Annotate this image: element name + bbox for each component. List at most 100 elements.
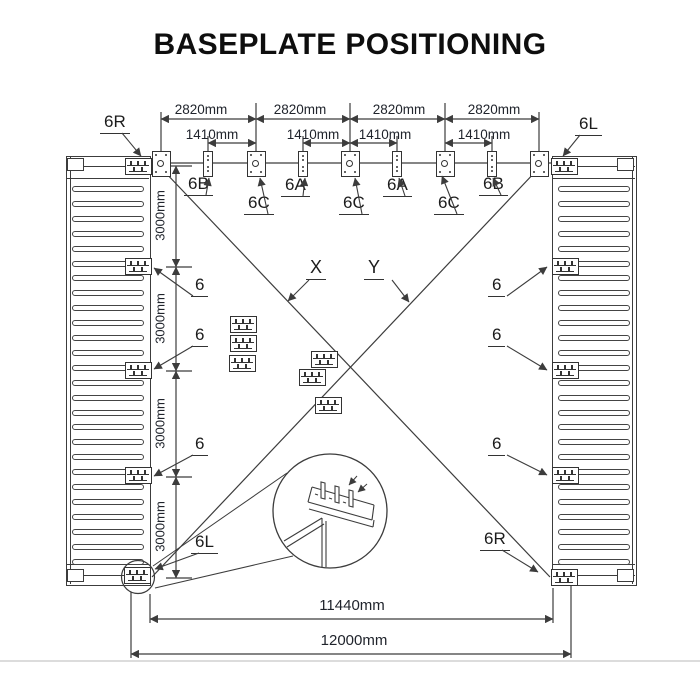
container-slat: [72, 335, 144, 341]
plate-detail-mark: [137, 365, 139, 369]
container-bottom-rail-line: [553, 575, 635, 577]
bolt-hole: [206, 159, 209, 162]
plate-detail-mark: [130, 365, 132, 369]
container-slat: [72, 245, 144, 252]
bolt-hole: [249, 154, 252, 157]
plate-detail-mark: [556, 161, 558, 165]
plate-detail-mark: [564, 365, 566, 369]
container-slat: [72, 379, 144, 386]
bolt-hole: [154, 171, 157, 174]
label-6-left: 6: [191, 434, 209, 456]
container-slat: [72, 230, 144, 237]
plate-detail-mark: [553, 165, 575, 166]
plate-detail-mark: [563, 572, 565, 576]
plate-detail-mark: [554, 369, 576, 370]
plate-detail-mark: [136, 570, 138, 574]
plate-detail-mark: [231, 362, 253, 363]
plate-detail-mark: [238, 344, 240, 348]
center-hole: [441, 160, 448, 167]
plate-detail-mark: [141, 167, 143, 171]
plate-detail-mark: [564, 470, 566, 474]
plate-detail-mark: [130, 261, 132, 265]
bolt-hole: [542, 171, 545, 174]
dimension-text: 2820mm: [174, 102, 228, 117]
container-slat: [558, 498, 630, 505]
baseplate-detail-view: [283, 475, 375, 567]
baseplate-wide: [435, 151, 455, 177]
label-6-left: 6: [191, 325, 209, 347]
container-bottom-rail-line: [67, 575, 149, 577]
container-right: [552, 156, 637, 586]
center-hole: [157, 160, 164, 167]
container-bottom-rail-line: [67, 564, 149, 566]
bolt-hole: [259, 171, 262, 174]
label-6-right: 6: [488, 434, 506, 456]
connector-plate: [551, 569, 578, 586]
container-slat: [72, 543, 144, 550]
container-slat: [72, 215, 144, 222]
plate-detail-mark: [571, 365, 573, 369]
container-slat: [558, 528, 630, 535]
baseplate-wide: [246, 151, 266, 177]
plate-detail-mark: [242, 338, 244, 342]
bolt-hole: [343, 154, 346, 157]
plate-detail-mark: [241, 358, 243, 362]
plate-detail-mark: [334, 400, 336, 404]
container-slat: [558, 186, 630, 192]
dimension-text: 12000mm: [320, 632, 388, 649]
plate-detail-mark: [127, 474, 149, 475]
plate-detail-mark: [246, 344, 248, 348]
plate-detail-mark: [232, 342, 254, 343]
bolt-hole: [353, 171, 356, 174]
dimension-text: 1410mm: [286, 127, 340, 142]
plate-detail-mark: [560, 371, 562, 375]
page-separator-line: [0, 660, 700, 662]
container-slat: [558, 558, 630, 565]
plate-detail-mark: [128, 579, 146, 581]
bolt-hole: [395, 170, 398, 173]
container-slat: [72, 528, 144, 535]
bolt-hole: [206, 155, 209, 158]
connector-plate: [125, 158, 152, 175]
plate-detail-mark: [133, 476, 135, 480]
plate-detail-mark: [144, 365, 146, 369]
container-slat: [558, 394, 630, 401]
plate-detail-mark: [303, 381, 321, 383]
connector-plate: [552, 362, 579, 379]
plate-detail-mark: [323, 354, 325, 358]
connector-plate: [315, 397, 342, 414]
plate-detail-mark: [570, 572, 572, 576]
bolt-hole: [448, 171, 451, 174]
plate-detail-mark: [554, 474, 576, 475]
connector-plate: [552, 258, 579, 275]
dimension-text: 1410mm: [457, 127, 511, 142]
plate-detail-mark: [559, 167, 561, 171]
plate-detail-mark: [144, 161, 146, 165]
container-top-rail-line: [553, 166, 635, 168]
plate-detail-mark: [238, 325, 240, 329]
label-6c: 6C: [434, 193, 464, 215]
plate-detail-mark: [249, 319, 251, 323]
plate-detail-mark: [563, 161, 565, 165]
plate-detail-mark: [330, 354, 332, 358]
plate-detail-mark: [307, 378, 309, 382]
connector-plate: [230, 316, 257, 333]
label-6c: 6C: [339, 193, 369, 215]
bolt-hole: [438, 154, 441, 157]
bolt-hole: [395, 166, 398, 169]
plate-detail-mark: [235, 338, 237, 342]
plate-detail-mark: [557, 470, 559, 474]
plate-detail-mark: [331, 406, 333, 410]
label-6l-top-right: 6L: [575, 114, 602, 136]
container-slat: [72, 439, 144, 446]
connector-plate: [552, 467, 579, 484]
container-slat: [558, 335, 630, 341]
plate-detail-mark: [242, 319, 244, 323]
container-slat: [72, 498, 144, 505]
bolt-hole: [164, 154, 167, 157]
plate-detail-mark: [127, 165, 149, 166]
plate-detail-mark: [567, 578, 569, 582]
bolt-hole: [532, 171, 535, 174]
plate-detail-mark: [127, 369, 149, 370]
baseplate-wide: [340, 151, 360, 177]
